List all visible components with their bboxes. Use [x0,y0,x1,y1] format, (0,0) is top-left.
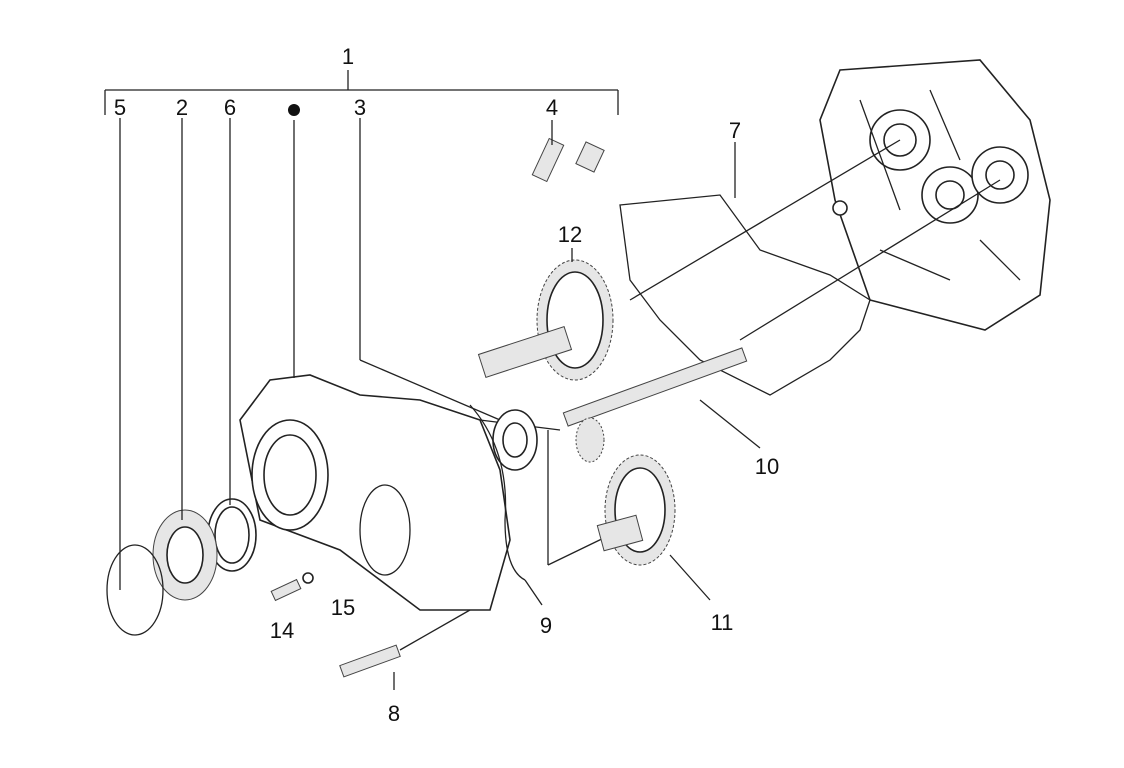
gasket [619,194,871,396]
part-9-seal [469,404,526,581]
gearbox-housing [819,59,1051,331]
callout-9: 9 [540,613,552,638]
callout-3: 3 [354,95,366,120]
part-5-circlip [106,544,164,636]
part-3-bearing [492,409,538,471]
callout-14: 14 [270,618,294,643]
callout-2: 2 [176,95,188,120]
part-11-gear [596,454,676,566]
callout-15: 15 [331,595,355,620]
callout-4: 4 [546,95,558,120]
leader-lines [119,118,736,690]
callout-11: 11 [711,610,734,635]
part-4-breather [531,137,605,183]
callout-12: 12 [558,222,582,247]
callout-10: 10 [755,454,779,479]
part-15-washer [302,572,314,584]
callout-6: 6 [224,95,236,120]
part-8-bolt [339,644,401,678]
part-10-shaft [562,347,748,463]
gearbox-cover [239,374,511,611]
part-12-gear [477,259,614,381]
callout-1: 1 [342,44,354,69]
group-marker-dot [288,104,300,116]
callout-8: 8 [388,701,400,726]
assembly-axis-lines [359,139,1001,566]
part-14-screw [270,578,302,602]
callout-7: 7 [729,118,741,143]
group-bracket [104,70,619,115]
callout-5: 5 [114,95,126,120]
